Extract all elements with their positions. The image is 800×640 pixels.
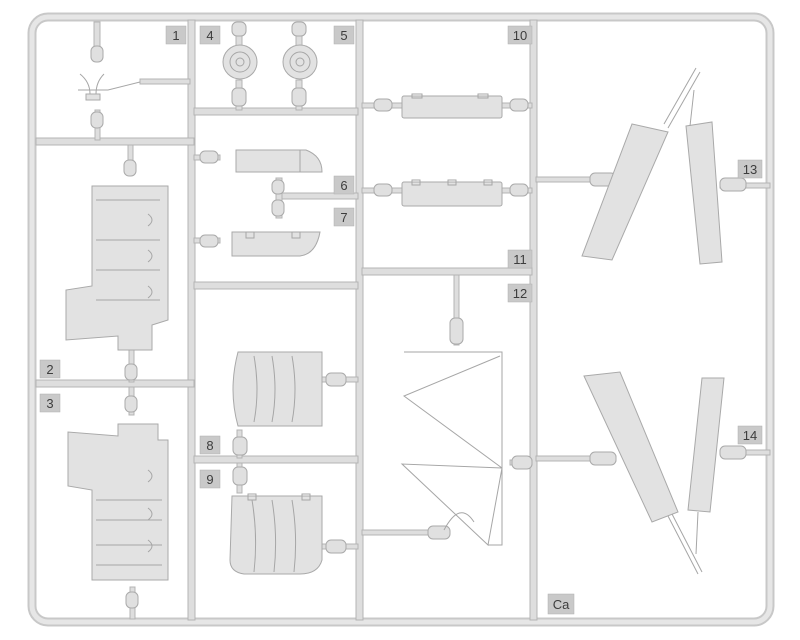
sprue-code-label: Ca bbox=[553, 597, 570, 612]
tag-3-label: 3 bbox=[46, 396, 53, 411]
sprue-gates bbox=[90, 21, 747, 609]
part-12-frame bbox=[400, 351, 503, 546]
tag-6: 6 bbox=[333, 175, 355, 195]
tag-4: 4 bbox=[199, 25, 221, 45]
tag-9: 9 bbox=[199, 469, 221, 489]
sprue-code-tag: Ca bbox=[547, 593, 575, 615]
tag-4-label: 4 bbox=[206, 28, 213, 43]
tag-10-label: 10 bbox=[513, 28, 527, 43]
part-8-cover bbox=[232, 351, 323, 427]
tag-10: 10 bbox=[507, 25, 533, 45]
tag-5: 5 bbox=[333, 25, 355, 45]
tag-8-label: 8 bbox=[206, 438, 213, 453]
tag-1-label: 1 bbox=[172, 28, 179, 43]
tag-2-label: 2 bbox=[46, 362, 53, 377]
tag-14: 14 bbox=[737, 425, 763, 445]
tag-11: 11 bbox=[507, 249, 533, 269]
part-3-panel bbox=[67, 423, 169, 581]
tag-13: 13 bbox=[737, 159, 763, 179]
part-1-fork bbox=[78, 73, 141, 101]
tag-12-label: 12 bbox=[513, 286, 527, 301]
tag-2: 2 bbox=[39, 359, 61, 379]
tag-13-label: 13 bbox=[743, 162, 757, 177]
tag-5-label: 5 bbox=[340, 28, 347, 43]
part-9-cover bbox=[229, 493, 323, 575]
tag-11-label: 11 bbox=[513, 252, 527, 267]
part-13-strut-pair bbox=[581, 67, 723, 265]
part-10-bar bbox=[401, 93, 503, 119]
tag-14-label: 14 bbox=[743, 428, 757, 443]
part-14-strut-pair bbox=[583, 371, 725, 575]
outer-frame bbox=[27, 12, 775, 627]
tag-9-label: 9 bbox=[206, 472, 213, 487]
part-11-bar bbox=[401, 179, 503, 207]
part-6 bbox=[235, 149, 323, 173]
part-2-panel bbox=[65, 185, 169, 351]
tag-7-label: 7 bbox=[340, 210, 347, 225]
tag-7: 7 bbox=[333, 207, 355, 227]
part-4-wheel bbox=[222, 44, 258, 80]
part-7 bbox=[231, 231, 321, 257]
tag-3: 3 bbox=[39, 393, 61, 413]
tag-6-label: 6 bbox=[340, 178, 347, 193]
part-5-wheel bbox=[282, 44, 318, 80]
tag-12: 12 bbox=[507, 283, 533, 303]
tag-1: 1 bbox=[165, 25, 187, 45]
tag-8: 8 bbox=[199, 435, 221, 455]
